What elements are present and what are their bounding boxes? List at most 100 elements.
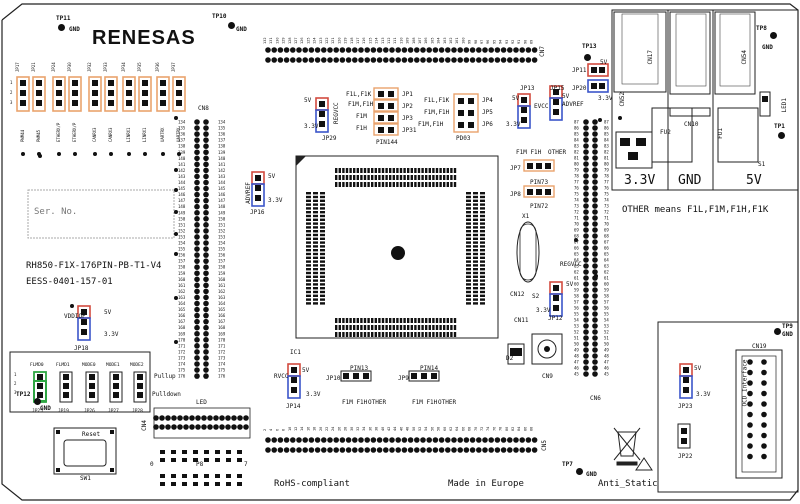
rohs-label: RoHS-compliant [274,479,350,489]
mcu-pad [345,175,349,180]
mcu-pad [466,256,471,259]
ocd-pin [747,432,753,439]
jumper-pin [683,367,689,373]
signal-jumper [156,76,170,112]
cn8-pin-number: 135 [218,126,226,131]
mcu-pad [320,264,325,267]
mcu-pad [371,325,374,330]
mcu-pad [403,325,406,330]
mcu-pad [313,237,318,240]
cn6-pin-number: 56 [574,306,579,311]
mcu-pad [392,168,395,173]
mcu-pad [450,325,453,330]
via [38,154,42,158]
cn6-pin [592,119,598,125]
cn7-pin-number: 119 [344,38,348,45]
cn8-pin [203,312,209,319]
mcu-pad [417,332,421,337]
cn5-pin [463,447,470,453]
mcu-pad [306,268,311,271]
cn6-pin [592,209,598,215]
cn8-pin-number: 145 [178,186,186,191]
mcu-pad [306,287,311,290]
signal-jumper [88,76,102,112]
cn5-pin [271,437,278,443]
jumper-pin [63,374,69,380]
cn8-pin-number: 141 [178,162,186,167]
mcu-pad [335,325,338,330]
cn7-pin [407,47,414,53]
cn6-pin [592,365,598,371]
cn5-pin [308,437,315,443]
cn7-pin [531,47,538,53]
mcu-pad [349,182,352,187]
cn8-pin-number: 143 [218,174,226,179]
mcu-pad [349,325,352,330]
cn6-pin [592,215,598,221]
mcu-pad [425,325,428,330]
ocd-pin [747,401,753,407]
signal-jumper [16,76,30,112]
mcu-pad [320,283,325,286]
jumper-pin [683,387,689,393]
cn5-pin [482,437,488,443]
mcu-pad [432,332,435,337]
jumper-signal: LINRX1 [126,127,131,142]
mcu-pad [473,298,478,301]
cn6-pin-number: 72 [574,210,579,215]
cn7-pin-number: 110 [399,38,403,45]
jp14-3v3: 3.3V [306,391,321,398]
jumper-pin [378,103,384,109]
pin13-label: PIN13 [350,365,369,372]
mcu-pad [473,294,478,297]
mcu-pad [473,302,478,305]
mcu-pad [480,214,485,218]
cn8-pin [194,264,200,271]
cn7-pin [469,57,476,63]
mcu-pad [313,256,318,259]
mcu-pad [473,252,478,256]
d2-label: D2 [506,355,514,362]
cn7-pin [389,57,395,63]
mcu-pad [320,287,325,290]
cn7-pin [302,47,309,53]
mcu-pad [320,214,325,218]
via [21,152,25,156]
cn6-pin [583,239,589,245]
cn8-pin-number: 174 [218,362,226,367]
f1m-f1h-1: F1M,F1H [348,101,374,108]
cn5-pin [488,437,495,443]
cn5-pin [507,447,513,453]
mcu-pad [374,325,377,330]
tp12-gnd: GND [40,405,51,412]
cn7-pin [500,57,507,63]
jumper-name: JP35 [137,62,142,72]
cn5-pin-number: 76 [492,427,496,431]
ocd-pin [747,443,753,449]
cn8-pin-number: 154 [218,241,226,246]
cn8-pin-number: 143 [178,174,186,179]
mcu-pad [466,249,471,252]
via [177,152,181,156]
cn5-pin [531,447,538,453]
mcu-pad [306,279,311,282]
mcu-pad [450,332,453,337]
cn7-pin-number: 115 [368,38,372,45]
mcu-pad [371,318,374,323]
ocd-pin [747,359,753,365]
mcu-pad [480,260,485,263]
mcu-pad [421,175,424,180]
cn8-pin-number: 163 [178,295,186,300]
jumper-pin [160,80,166,86]
cn8-pin-number: 147 [178,198,186,203]
power-gnd-label: GND [678,173,702,188]
cn6-pin-number: 84 [574,138,579,143]
cn6-pin-number: 66 [574,246,579,251]
cn7-pin [469,47,476,53]
mcu-pad [417,168,421,173]
mcu-pad [381,332,385,337]
mcu-pad [466,199,471,202]
cn8-pin [194,234,200,240]
cn6-pin-number: 70 [604,222,609,227]
jumper-pin [176,90,182,96]
